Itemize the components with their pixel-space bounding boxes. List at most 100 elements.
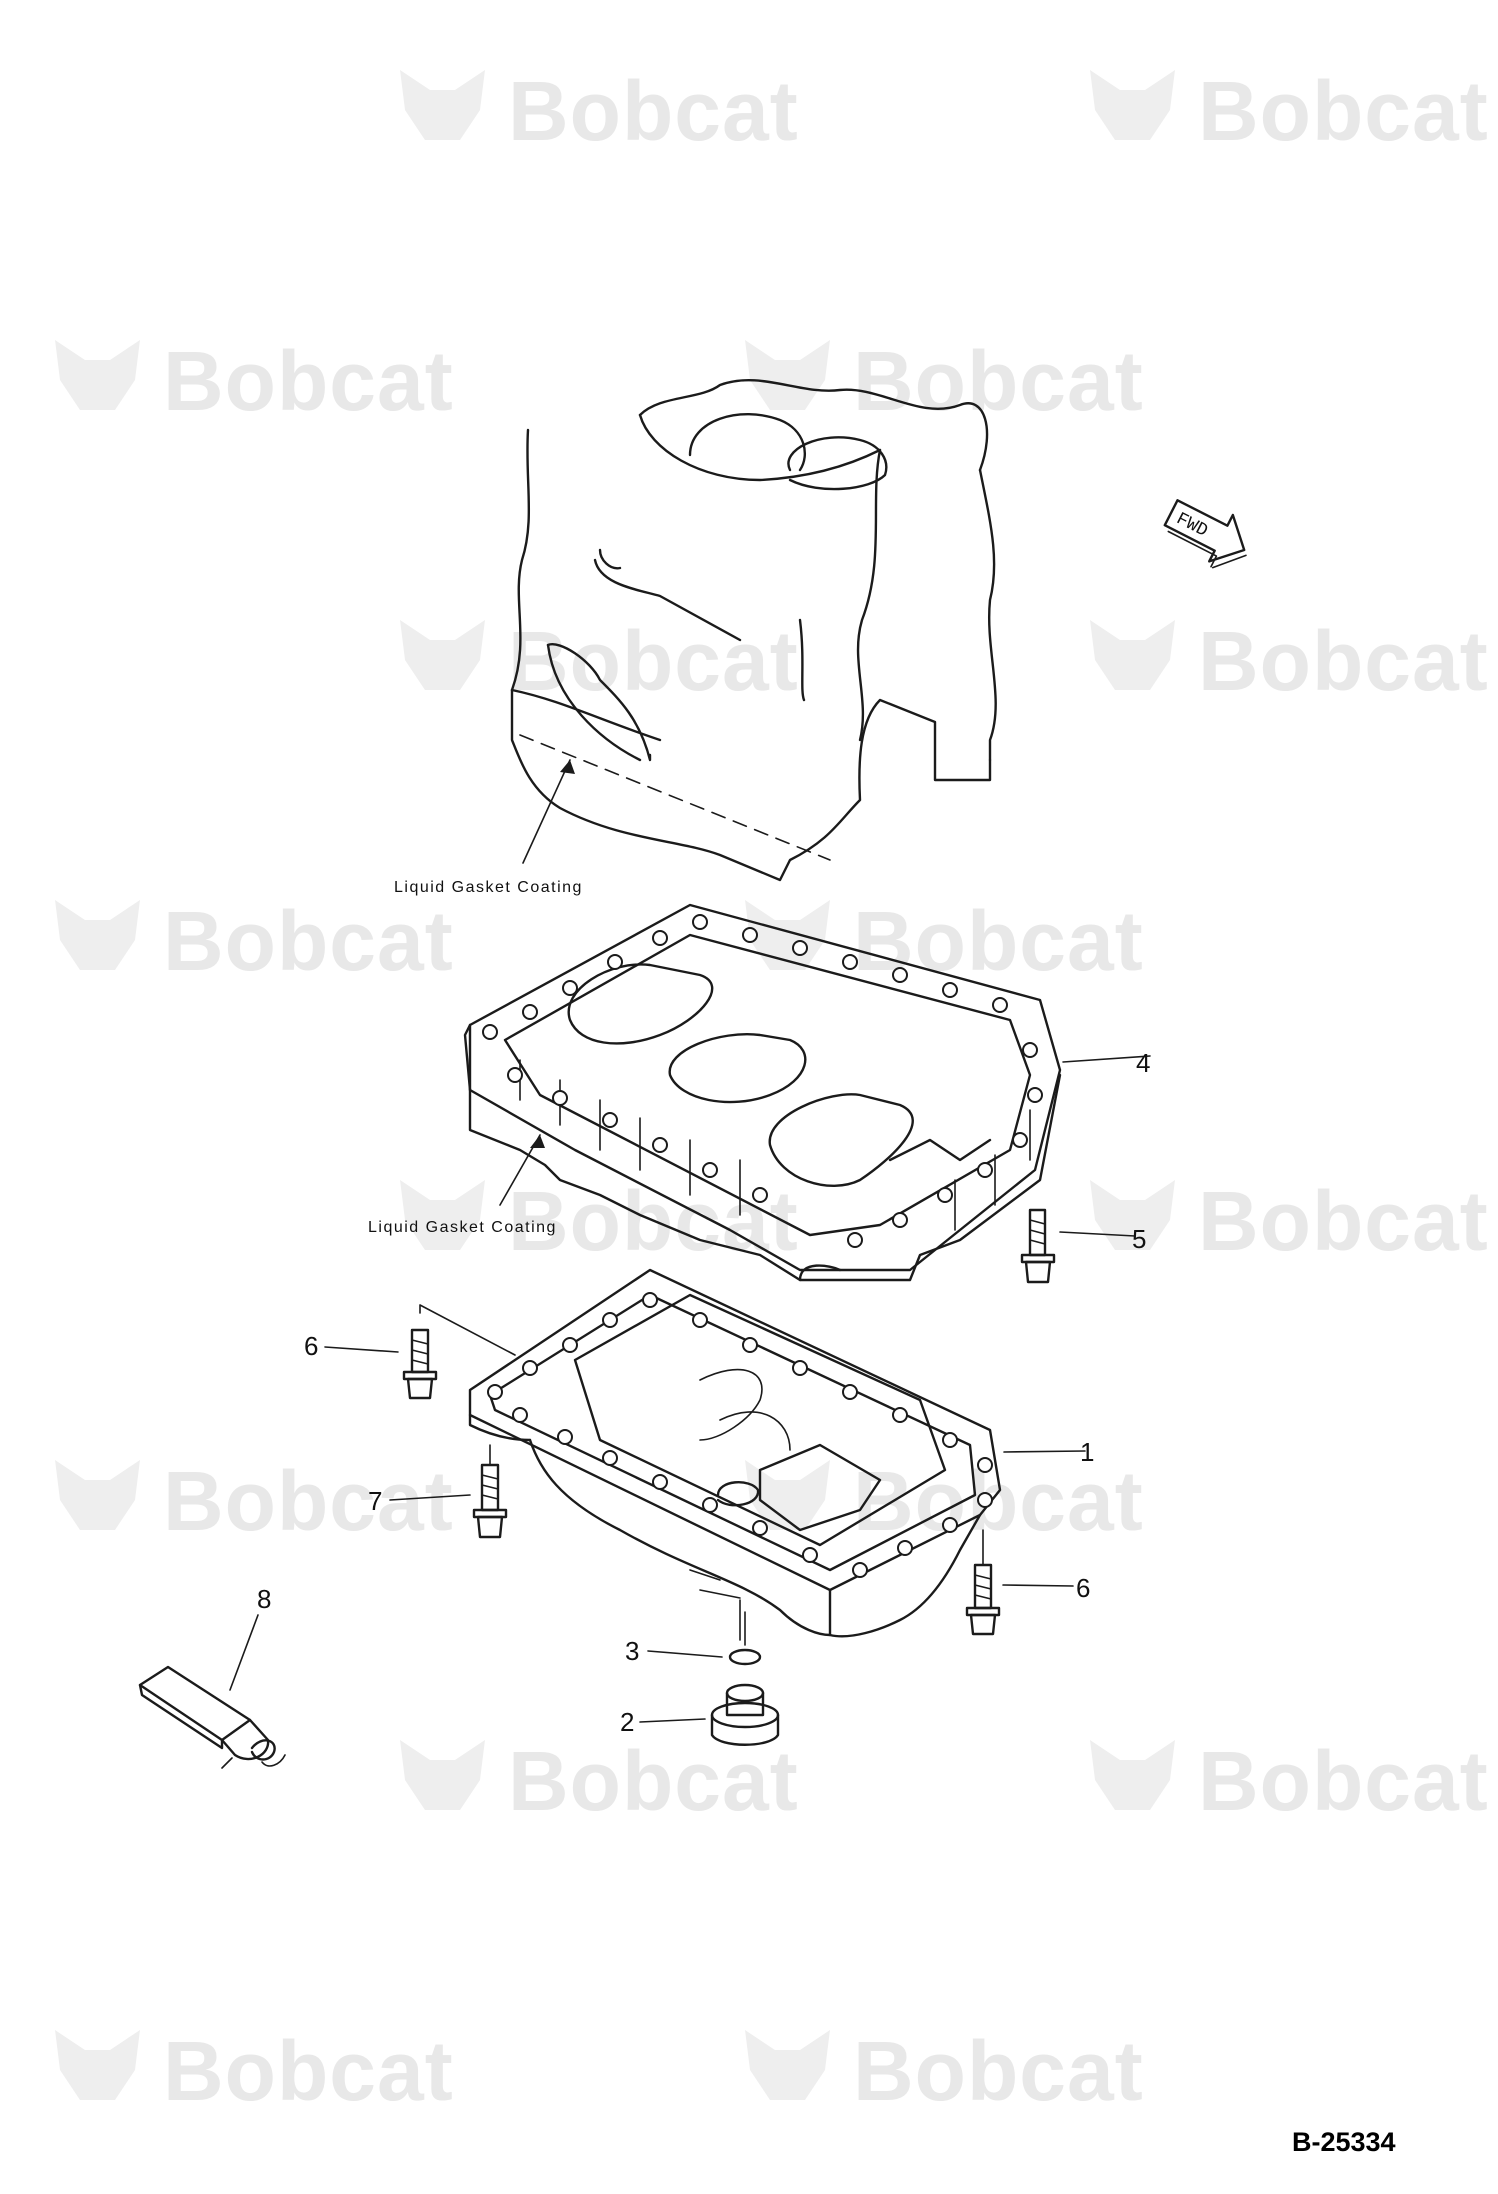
bobcat-logo-icon [400, 620, 485, 690]
bolt-hole [522, 1004, 538, 1020]
svg-text:.: . [1130, 393, 1136, 415]
bolt-hole [552, 1090, 568, 1106]
bobcat-watermark: Bobcat. [1090, 1734, 1489, 1828]
bolt-5 [1020, 1208, 1056, 1284]
bolt-hole [992, 997, 1008, 1013]
svg-text:.: . [1475, 1233, 1481, 1255]
fwd-direction-arrow: FWD [1163, 499, 1247, 569]
callout-2: 2 [620, 1707, 634, 1737]
bolt-hole [752, 1520, 768, 1536]
callout-6-left: 6 [304, 1331, 318, 1361]
bolt-hole [1022, 1042, 1038, 1058]
svg-text:Bobcat: Bobcat [163, 1454, 454, 1548]
bobcat-watermark: Bobcat. [55, 894, 454, 988]
oil-pan-frame [463, 903, 1062, 1282]
svg-text:Bobcat: Bobcat [163, 334, 454, 428]
svg-text:.: . [440, 2083, 446, 2105]
bolt-hole [942, 1432, 958, 1448]
bobcat-logo-icon [400, 1180, 485, 1250]
bolt-hole [602, 1450, 618, 1466]
bolt-hole [512, 1407, 528, 1423]
bolt-hole [977, 1457, 993, 1473]
callout-8: 8 [257, 1584, 271, 1614]
bolt-7 [472, 1444, 508, 1539]
bobcat-logo-icon [55, 900, 140, 970]
bolt-hole [602, 1312, 618, 1328]
bobcat-logo-icon [745, 900, 830, 970]
bolt-hole [702, 1162, 718, 1178]
svg-text:.: . [1130, 1513, 1136, 1535]
svg-text:.: . [440, 1513, 446, 1535]
svg-text:Bobcat: Bobcat [1198, 1734, 1489, 1828]
bolt-hole [562, 1337, 578, 1353]
bolt-hole [742, 927, 758, 943]
bobcat-logo-icon [1090, 1740, 1175, 1810]
bolt-hole [482, 1024, 498, 1040]
svg-text:.: . [1130, 2083, 1136, 2105]
svg-text:Bobcat: Bobcat [853, 334, 1144, 428]
bolt-hole [607, 954, 623, 970]
svg-text:.: . [1130, 953, 1136, 975]
bolt-hole [892, 1407, 908, 1423]
bolt-hole [522, 1360, 538, 1376]
bobcat-watermark: Bobcat. [400, 614, 798, 708]
bolt-hole [652, 1137, 668, 1153]
bobcat-logo-icon [745, 1460, 830, 1530]
svg-text:Bobcat: Bobcat [163, 894, 454, 988]
svg-text:.: . [1475, 673, 1481, 695]
bolt-hole [937, 1187, 953, 1203]
bobcat-logo-icon [400, 70, 485, 140]
bolt-hole [692, 1312, 708, 1328]
bolt-hole [702, 1497, 718, 1513]
callout-leaders [229, 1055, 1151, 1723]
svg-text:Bobcat: Bobcat [853, 2024, 1144, 2118]
bolt-hole [602, 1112, 618, 1128]
bolt-hole [897, 1540, 913, 1556]
bobcat-logo-icon [1090, 1180, 1175, 1250]
svg-text:Bobcat: Bobcat [1198, 1174, 1489, 1268]
bobcat-watermark: Bobcat. [400, 64, 798, 158]
bolt-hole [652, 1474, 668, 1490]
bobcat-logo-icon [745, 340, 830, 410]
bolt-hole [507, 1067, 523, 1083]
bolt-6-left [402, 1328, 438, 1400]
engine-block [510, 378, 997, 882]
bobcat-logo-icon [1090, 620, 1175, 690]
bolt-hole [652, 930, 668, 946]
bobcat-logo-icon [55, 2030, 140, 2100]
bobcat-logo-icon [745, 2030, 830, 2100]
svg-text:Bobcat: Bobcat [163, 2024, 454, 2118]
bolt-6-right [965, 1529, 1001, 1636]
bobcat-logo-icon [1090, 70, 1175, 140]
svg-text:.: . [440, 393, 446, 415]
gasket-coating-note-top: Liquid Gasket Coating [394, 879, 583, 896]
bobcat-watermark: Bobcat. [55, 334, 454, 428]
svg-text:Bobcat: Bobcat [508, 1734, 799, 1828]
bolt-hole [557, 1429, 573, 1445]
svg-text:.: . [1475, 1793, 1481, 1815]
bolt-hole [942, 1517, 958, 1533]
bobcat-watermark: Bobcat. [1090, 64, 1489, 158]
bolt-hole [842, 954, 858, 970]
bolt-hole [892, 1212, 908, 1228]
bolt-hole [842, 1384, 858, 1400]
svg-text:Bobcat: Bobcat [1198, 64, 1489, 158]
bobcat-watermark: Bobcat. [1090, 1174, 1489, 1268]
bobcat-logo-icon [55, 1460, 140, 1530]
bobcat-watermark: Bobcat. [400, 1734, 799, 1828]
svg-text:.: . [1475, 123, 1481, 145]
svg-text:Bobcat: Bobcat [1198, 614, 1489, 708]
bolt-hole [792, 940, 808, 956]
bolt-hole [977, 1492, 993, 1508]
gasket-tube-8 [138, 1665, 286, 1769]
pan-bolt-holes [487, 1292, 993, 1578]
callout-4: 4 [1136, 1048, 1150, 1078]
bolt-hole [1012, 1132, 1028, 1148]
bolt-hole [487, 1384, 503, 1400]
bobcat-watermark: Bobcat. [745, 2024, 1144, 2118]
bobcat-logo-icon [55, 340, 140, 410]
bobcat-logo-icon [400, 1740, 485, 1810]
callout-7: 7 [368, 1486, 382, 1516]
